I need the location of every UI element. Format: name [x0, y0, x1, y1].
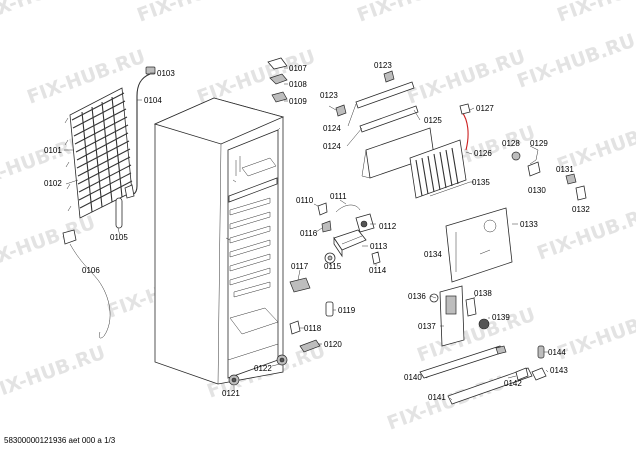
label-0118: 0118: [304, 324, 322, 333]
label-0135: 0135: [472, 178, 490, 187]
label-0132: 0132: [572, 205, 590, 214]
label-0126: 0126: [474, 149, 492, 158]
watermark: FIX-HUB.RU: [514, 30, 636, 93]
drain-tube: [124, 66, 156, 199]
label-0127: 0127: [476, 104, 494, 113]
diagram-footer-code: 58300000121936 aet 000 a 1/3: [4, 436, 116, 445]
label-0134: 0134: [424, 250, 442, 259]
filter-dryer: [115, 197, 123, 229]
label-0130: 0130: [528, 186, 546, 195]
label-0122: 0122: [254, 364, 272, 373]
condenser: [64, 87, 133, 219]
label-0128: 0128: [502, 139, 520, 148]
label-0144: 0144: [548, 348, 566, 357]
small-parts: [289, 301, 334, 353]
label-0112: 0112: [379, 222, 397, 231]
watermark: FIX-HUB.RU: [0, 0, 98, 27]
thermostat-parts: [317, 202, 332, 233]
label-0131: 0131: [556, 165, 574, 174]
label-0117: 0117: [291, 262, 309, 271]
label-0103: 0103: [157, 69, 175, 78]
label-0140: 0140: [404, 373, 422, 382]
thermostat-knob: [324, 252, 336, 264]
watermark: FIX-HUB.RU: [134, 0, 258, 27]
label-0105: 0105: [110, 233, 128, 242]
label-0111: 0111: [330, 192, 347, 201]
label-0139: 0139: [492, 313, 510, 322]
watermark: FIX-HUB.RU: [0, 342, 108, 405]
feet: [228, 354, 288, 386]
lamp: [371, 251, 381, 265]
label-0142: 0142: [504, 379, 522, 388]
label-0138: 0138: [474, 289, 492, 298]
label-0141: 0141: [428, 393, 446, 402]
label-0119: 0119: [338, 306, 356, 315]
watermark: FIX-HUB.RU: [24, 46, 148, 109]
power-cord: [62, 229, 111, 339]
watermark: FIX-HUB.RU: [404, 46, 528, 109]
label-0143: 0143: [550, 366, 568, 375]
label-0110: 0110: [296, 196, 314, 205]
label-0113: 0113: [370, 242, 388, 251]
label-0101: 0101: [44, 146, 62, 155]
label-0124-lower: 0124: [323, 142, 341, 151]
label-0129: 0129: [530, 139, 548, 148]
thermostat: [355, 213, 375, 233]
hinge-parts: [267, 57, 288, 103]
capillary: [335, 204, 361, 213]
label-0123-top: 0123: [374, 61, 392, 70]
label-0121: 0121: [222, 389, 240, 398]
watermark: FIX-HUB.RU: [354, 0, 478, 27]
label-0123-left: 0123: [320, 91, 338, 100]
label-0120: 0120: [324, 340, 342, 349]
lamp-housing: [333, 229, 367, 258]
bracket: [289, 277, 311, 293]
evaporator-parts: [335, 70, 587, 283]
label-0115: 0115: [324, 262, 342, 271]
label-0124-upper: 0124: [323, 124, 341, 133]
label-0109: 0109: [289, 97, 307, 106]
label-0137: 0137: [418, 322, 436, 331]
label-0106: 0106: [82, 266, 100, 275]
label-0104: 0104: [144, 96, 162, 105]
watermark: FIX-HUB.RU: [554, 302, 636, 365]
label-0107: 0107: [289, 64, 307, 73]
part-labels: 0101 0102 0103 0104 0105 0106 0107 0108 …: [44, 61, 590, 402]
label-0108: 0108: [289, 80, 307, 89]
leader-lines: [64, 67, 549, 401]
label-0116: 0116: [300, 229, 318, 238]
label-0114: 0114: [369, 266, 387, 275]
label-0125: 0125: [424, 116, 442, 125]
label-0136: 0136: [408, 292, 426, 301]
label-0133: 0133: [520, 220, 538, 229]
watermark: FIX-HUB.RU: [554, 0, 636, 27]
cabinet: [153, 97, 285, 385]
label-0102: 0102: [44, 179, 62, 188]
